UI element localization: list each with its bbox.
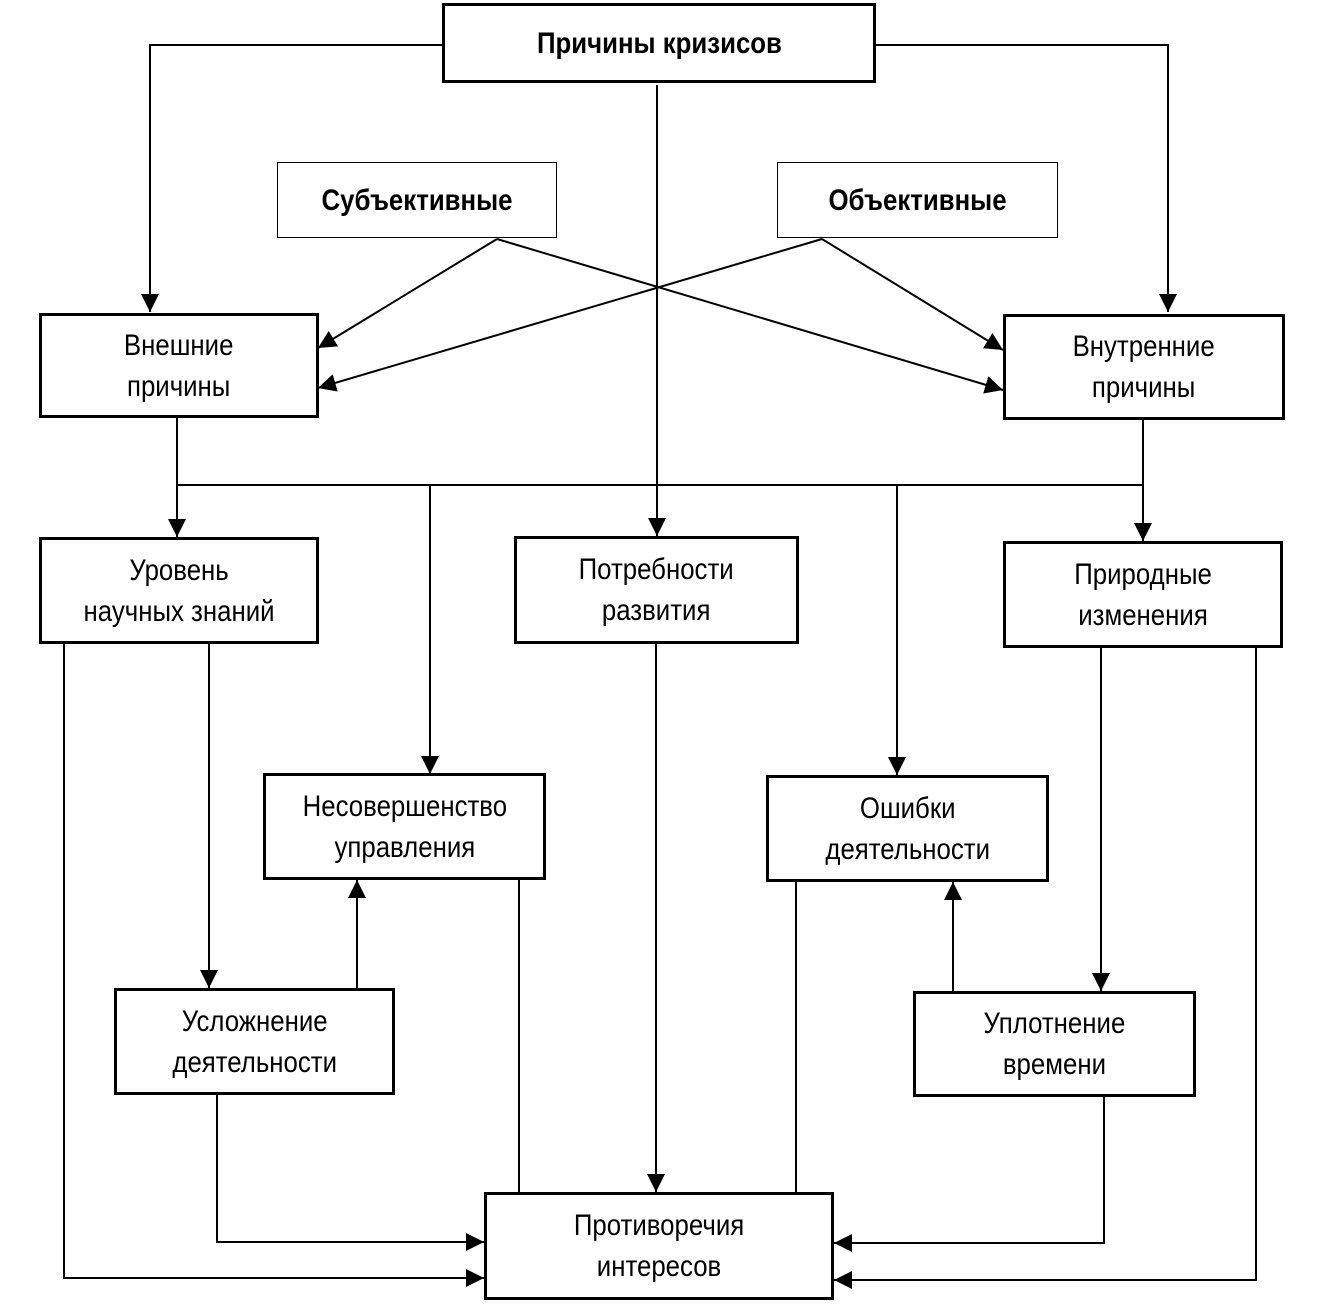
node-internal-label: Внутренние причины [1072,330,1216,404]
edge-root-internal [876,44,1177,312]
node-subjective-label: Субъективные [321,183,513,217]
node-science-label: Уровень научных знаний [83,553,275,628]
edge-nature-conflict [834,648,1257,1289]
node-errors: Ошибки деятельности [766,775,1049,882]
edge-objective-external [317,238,823,392]
node-nature: Природные изменения [1003,541,1283,648]
node-management: Несовершенство управления [263,773,546,880]
node-complexity-label: Усложнение деятельности [172,1004,337,1079]
node-internal: Внутренние причины [1003,314,1285,420]
edge-objective-internal [821,238,1004,351]
node-needs-label: Потребности развития [578,553,735,627]
node-needs: Потребности развития [514,536,799,644]
node-external: Внешние причины [39,313,319,418]
node-subjective: Субъективные [277,162,557,238]
edge-time-conflict [834,1097,1105,1252]
edge-root-external [141,44,443,312]
node-time-label: Уплотнение времени [983,1007,1126,1081]
node-complexity: Усложнение деятельности [114,988,395,1095]
node-objective: Объективные [777,162,1058,238]
node-conflict: Противоречия интересов [484,1192,834,1300]
node-nature-label: Природные изменения [1074,557,1212,632]
node-errors-label: Ошибки деятельности [825,791,990,866]
edge-complexity-conflict [216,1095,484,1251]
node-management-label: Несовершенство управления [302,789,507,864]
node-root-label: Причины кризисов [536,26,782,60]
node-time: Уплотнение времени [913,991,1196,1097]
node-conflict-label: Противоречия интересов [573,1209,745,1283]
node-external-label: Внешние причины [124,328,234,403]
node-root: Причины кризисов [442,3,876,83]
node-science: Уровень научных знаний [39,537,319,644]
edge-subjective-external [317,238,498,349]
node-objective-label: Объективные [828,183,1007,217]
edge-subjective-internal [496,238,1004,394]
edge-science-conflict [63,644,484,1287]
